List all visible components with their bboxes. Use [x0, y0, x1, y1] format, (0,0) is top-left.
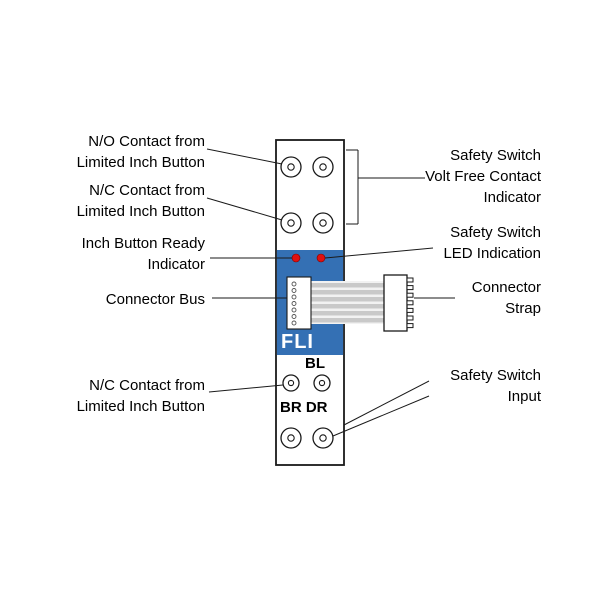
leader-line-safety-input-2 [332, 395, 430, 437]
leader-line-led-indication [324, 247, 434, 259]
label-led-indication: Safety Switch LED Indication [443, 224, 541, 262]
safety-switch-led-indicator [316, 253, 326, 263]
inch-ready-led-indicator [291, 253, 301, 263]
module-name-label: FLI [281, 331, 314, 353]
label-volt-free-indicator: Safety Switch Volt Free Contact Indicato… [425, 147, 541, 206]
terminal-no-contact [280, 156, 302, 178]
label-nc-contact-bottom: N/C Contact from Limited Inch Button [76, 377, 205, 415]
leader-line-no-contact [206, 148, 283, 165]
label-connector-strap: Connector Strap [471, 279, 541, 317]
leader-line-safety-input-1 [343, 380, 430, 426]
terminal-volt-free-bottom [312, 212, 334, 234]
label-safety-input: Safety Switch Input [450, 367, 541, 405]
terminal-bl [313, 374, 331, 392]
leader-line-nc-contact [206, 197, 283, 221]
terminal-nc-bottom [282, 374, 300, 392]
terminal-volt-free-top [312, 156, 334, 178]
terminal-dr [312, 427, 334, 449]
connector-strap [383, 274, 414, 332]
leader-line-nc-bottom [208, 384, 284, 393]
terminal-label-bl: BL [305, 355, 325, 372]
leader-bracket-volt-free [346, 149, 425, 225]
connector-bus [286, 276, 312, 330]
terminal-label-br-dr: BR DR [280, 399, 328, 416]
label-connector-bus: Connector Bus [105, 291, 205, 308]
label-inch-ready-indicator: Inch Button Ready Indicator [81, 235, 205, 273]
terminal-br [280, 427, 302, 449]
terminal-nc-contact [280, 212, 302, 234]
label-no-contact: N/O Contact from Limited Inch Button [76, 133, 205, 171]
label-nc-contact: N/C Contact from Limited Inch Button [76, 182, 205, 220]
ribbon-cable [311, 281, 384, 324]
